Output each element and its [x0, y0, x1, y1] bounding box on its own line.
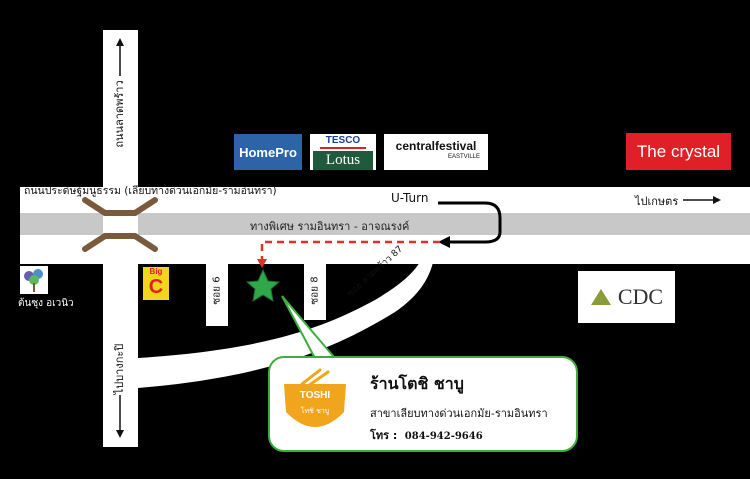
central-festival-logo: centralfestival EASTVILLE — [384, 134, 488, 170]
cdc-triangle-icon — [590, 289, 611, 305]
bigc-logo: Big C — [143, 267, 169, 300]
tree-label: ต้นซุง อเวนิว — [18, 298, 74, 309]
cdc-text: CDC — [617, 284, 664, 309]
tesco-text: TESCO — [320, 135, 366, 149]
intersection-icon — [82, 197, 158, 252]
bigc-c-text: C — [148, 276, 164, 298]
shop-title: ร้านโตชิ ชาบู — [370, 374, 464, 393]
arrow-icon — [116, 38, 721, 438]
shop-branch: สาขาเลียบทางด่วนเอกมัย-รามอินทรา — [370, 407, 548, 420]
star-icon — [245, 268, 281, 302]
crystal-text: The crystal — [636, 141, 721, 161]
eastville-text: EASTVILLE — [447, 154, 480, 160]
express-lane — [20, 213, 750, 235]
to-kaset-label: ไปเกษตร — [635, 195, 679, 208]
soi-6-road — [206, 264, 228, 326]
shabu-bowl-icon — [284, 368, 346, 427]
homepro-logo: HomePro — [234, 134, 302, 170]
u-turn-label: U-Turn — [391, 191, 429, 205]
u-turn-arrowhead — [438, 236, 450, 248]
homepro-text: HomePro — [239, 144, 297, 160]
bigc-big-text: Big — [149, 267, 163, 276]
toshi-logo: TOSHI โทชิ ชาบู — [282, 368, 348, 440]
tree-icon — [24, 269, 43, 292]
the-crystal-logo: The crystal — [626, 133, 731, 170]
tesco-lotus-logo: TESCO Lotus — [310, 134, 376, 170]
toshi-brand: TOSHI — [299, 390, 331, 401]
cdc-logo: CDC — [578, 271, 675, 323]
phone-number[interactable]: 084-942-9646 — [404, 431, 483, 442]
to-bangkapi-label: ไปบางกะปิ — [113, 343, 126, 395]
u-turn-route — [438, 201, 502, 244]
soi-8-label: ซอย 8 — [309, 276, 321, 305]
tree-logo — [20, 266, 48, 294]
main-road-label: ถนนประดิษฐ์มนูธรรม (เลียบทางด่วนเอกมัย-ร… — [24, 185, 277, 197]
express-lane-label: ทางพิเศษ รามอินทรา - อาจณรงค์ — [250, 220, 410, 233]
red-route-arrowhead — [257, 259, 267, 268]
soi-8-road — [304, 264, 326, 320]
soi-6-label: ซอย 6 — [211, 276, 223, 305]
soi-lat-phrao-87-road — [138, 250, 435, 388]
central-text: centralfestival — [395, 139, 477, 153]
lat-phrao-label: ถนนลาดพร้าว — [113, 80, 126, 148]
phone-label: โทร : — [370, 429, 398, 442]
shop-phone-row: โทร : 084-942-9646 — [370, 426, 483, 444]
toshi-brand-sub: โทชิ ชาบู — [300, 407, 330, 415]
shop-callout: TOSHI โทชิ ชาบู ร้านโตชิ ชาบู สาขาเลียบท… — [268, 356, 578, 452]
lotus-text: Lotus — [313, 151, 373, 170]
